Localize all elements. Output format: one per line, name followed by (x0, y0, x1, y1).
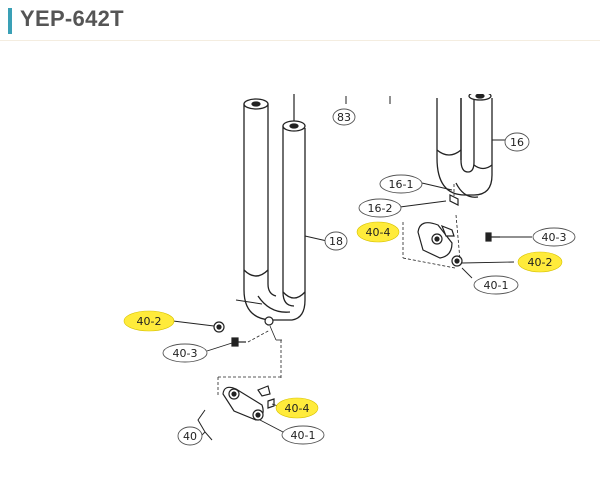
callout-40-1: 40-1 (473, 275, 519, 295)
callout-40-1-label: 40-1 (484, 279, 509, 292)
callout-40-4-label: 40-4 (285, 402, 310, 415)
leader-18 (304, 235, 328, 242)
page-header: YEP-642T (0, 0, 600, 40)
callout-16-1: 16-1 (379, 174, 423, 194)
callout-40-4-highlighted: 40-4 (275, 397, 319, 419)
callout-16: 16 (504, 132, 530, 152)
callout-40-1-label: 40-1 (291, 429, 316, 442)
header-accent-bar (8, 8, 12, 34)
callout-40-2-highlighted: 40-2 (517, 251, 563, 273)
callout-40-2-highlighted: 40-2 (123, 310, 175, 332)
callout-40-4-highlighted: 40-4 (356, 221, 400, 243)
callout-40-3-label: 40-3 (542, 231, 567, 244)
parts-diagram: 83 16 16-1 16-2 40-4 40-3 40-2 40-1 18 (0, 94, 600, 493)
right-valve-assembly (417, 194, 500, 267)
callout-40-2-label: 40-2 (137, 315, 162, 328)
spacer (0, 41, 600, 94)
callout-18: 18 (324, 231, 348, 251)
left-valve-assembly (213, 316, 275, 421)
right-leaders (402, 184, 461, 269)
callout-16-1-label: 16-1 (389, 178, 414, 191)
parts-diagram-svg: 83 16 16-1 16-2 40-4 40-3 40-2 40-1 18 (123, 94, 576, 446)
callout-40-3: 40-3 (162, 343, 208, 363)
callout-40-label: 40 (183, 430, 197, 443)
callout-83: 83 (332, 108, 356, 126)
callout-16-2: 16-2 (358, 198, 402, 218)
left-u-tube (243, 98, 306, 321)
left-leaders (217, 325, 282, 395)
callout-16-label: 16 (510, 136, 524, 149)
callout-83-label: 83 (337, 111, 351, 124)
callout-16-2-label: 16-2 (368, 202, 393, 215)
callout-40-bracket (197, 409, 213, 441)
callout-18-label: 18 (329, 235, 343, 248)
callout-40: 40 (177, 426, 203, 446)
header-divider (0, 40, 600, 41)
page-title: YEP-642T (20, 6, 124, 31)
callout-40-3: 40-3 (532, 227, 576, 247)
right-u-tube (436, 94, 493, 198)
callout-40-3-label: 40-3 (173, 347, 198, 360)
callout-40-4-label: 40-4 (366, 226, 391, 239)
callout-40-2-label: 40-2 (528, 256, 553, 269)
callout-40-1: 40-1 (281, 425, 325, 445)
